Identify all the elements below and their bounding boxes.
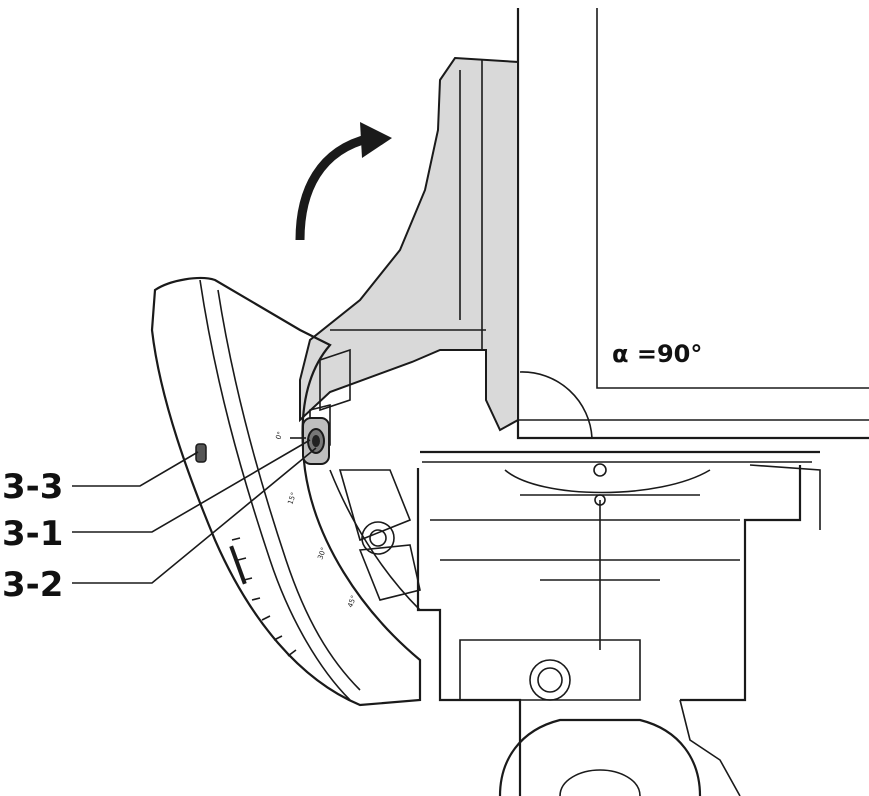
rotation-arrow-icon [295,122,392,241]
bevel-arm [150,276,422,707]
callout-3-2: 3-2 [2,565,63,605]
callout-3-1: 3-1 [2,514,63,554]
blade-guard [299,56,519,432]
scale-mark-45: 45° [346,594,358,608]
leader-lines [72,439,317,584]
scale-mark-30: 30° [316,546,328,560]
square-block [516,8,869,440]
handle [498,718,702,796]
scale-mark-15: 15° [286,491,298,505]
bevel-scale [229,537,297,657]
angle-label: α =90° [612,340,702,368]
saw-base [416,450,821,796]
right-angle-arc [519,371,593,439]
scale-mark-0: 0° [274,430,284,440]
callout-3-3: 3-3 [2,467,63,507]
